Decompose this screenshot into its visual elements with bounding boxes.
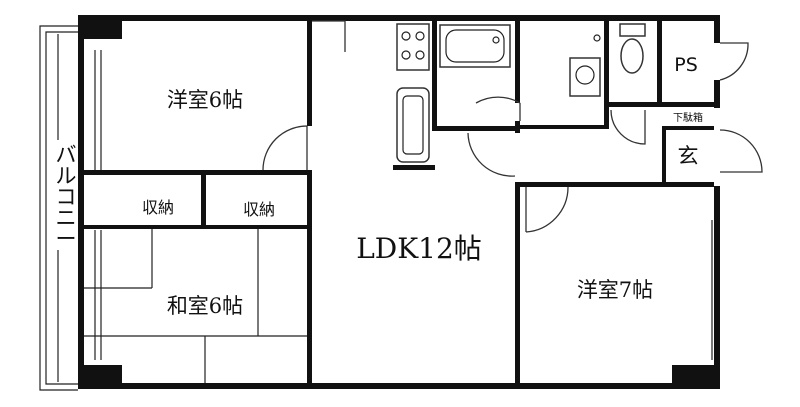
fixtures bbox=[396, 23, 646, 163]
door-swings bbox=[262, 20, 763, 233]
tatami-lines bbox=[84, 229, 307, 383]
label-storage-1: 収納 bbox=[142, 198, 174, 217]
label-western-room-2: 洋室7帖 bbox=[577, 278, 653, 302]
balcony-char: コ bbox=[56, 185, 77, 209]
room-labels: 洋室6帖 収納 収納 和室6帖 LDK12帖 洋室7帖 PS 玄 下駄箱 bbox=[142, 54, 703, 318]
balcony bbox=[39, 25, 78, 391]
label-shoe-box: 下駄箱 bbox=[673, 111, 703, 124]
label-japanese-room: 和室6帖 bbox=[167, 294, 243, 318]
label-entrance: 玄 bbox=[678, 144, 699, 168]
interior-walls bbox=[84, 21, 714, 385]
label-western-room-1: 洋室6帖 bbox=[167, 88, 243, 112]
label-pipe-space: PS bbox=[674, 54, 698, 76]
balcony-label: バ ル コ ニ ー bbox=[56, 143, 77, 251]
balcony-char: ル bbox=[56, 164, 77, 188]
balcony-char: ー bbox=[56, 227, 77, 251]
balcony-char: バ bbox=[56, 143, 77, 167]
label-storage-2: 収納 bbox=[243, 200, 275, 219]
balcony-char: ニ bbox=[56, 206, 77, 230]
label-ldk: LDK12帖 bbox=[356, 232, 482, 265]
exterior-walls bbox=[78, 15, 720, 389]
